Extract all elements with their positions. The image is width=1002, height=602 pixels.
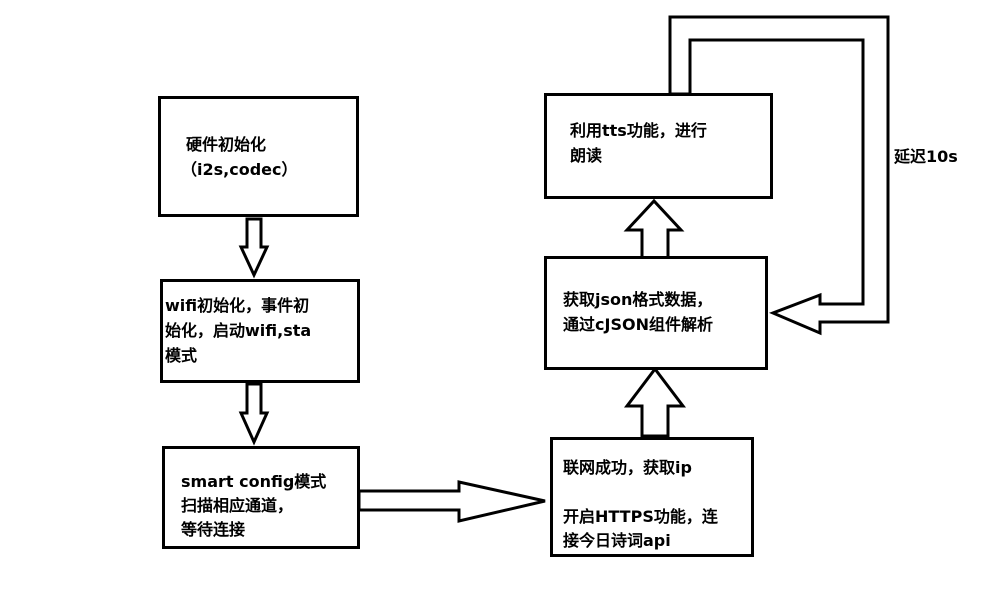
node-hw-init <box>158 96 359 217</box>
node-hw-init-line1: 硬件初始化 <box>186 135 267 154</box>
arrow-json-to-tts <box>623 198 685 260</box>
arrow-loop-delay <box>668 15 890 336</box>
node-tts-line1: 利用tts功能，进行 <box>570 121 707 140</box>
node-smart-config <box>162 446 360 549</box>
node-net-ok <box>550 437 754 557</box>
arrow-netok-to-json <box>623 366 687 438</box>
node-smart-config-line1: smart config模式 <box>181 472 327 491</box>
arrow-smartconfig-to-netok <box>357 480 546 523</box>
node-tts-line2: 朗读 <box>570 146 603 165</box>
node-json-parse-line1: 获取json格式数据， <box>563 290 713 309</box>
node-wifi-init-line2: 始化，启动wifi,sta <box>165 321 312 340</box>
node-json-parse-line2: 通过cJSON组件解析 <box>563 315 713 334</box>
node-net-ok-line1: 联网成功，获取ip <box>563 458 692 477</box>
node-smart-config-line2: 扫描相应通道， <box>181 496 294 515</box>
node-hw-init-line2: （i2s,codec） <box>181 160 298 179</box>
node-net-ok-line3: 接今日诗词api <box>563 531 671 550</box>
node-wifi-init-line1: wifi初始化，事件初 <box>165 296 310 315</box>
arrow-hw-to-wifi <box>238 217 270 279</box>
node-net-ok-line2: 开启HTTPS功能，连 <box>563 507 718 526</box>
node-wifi-init-line3: 模式 <box>165 346 198 365</box>
node-wifi-init <box>160 279 360 383</box>
node-smart-config-line3: 等待连接 <box>181 520 246 539</box>
arrow-wifi-to-smartconfig <box>238 382 270 446</box>
node-json-parse <box>544 256 768 370</box>
loop-delay-label: 延迟10s <box>894 147 958 166</box>
node-tts <box>544 93 773 199</box>
